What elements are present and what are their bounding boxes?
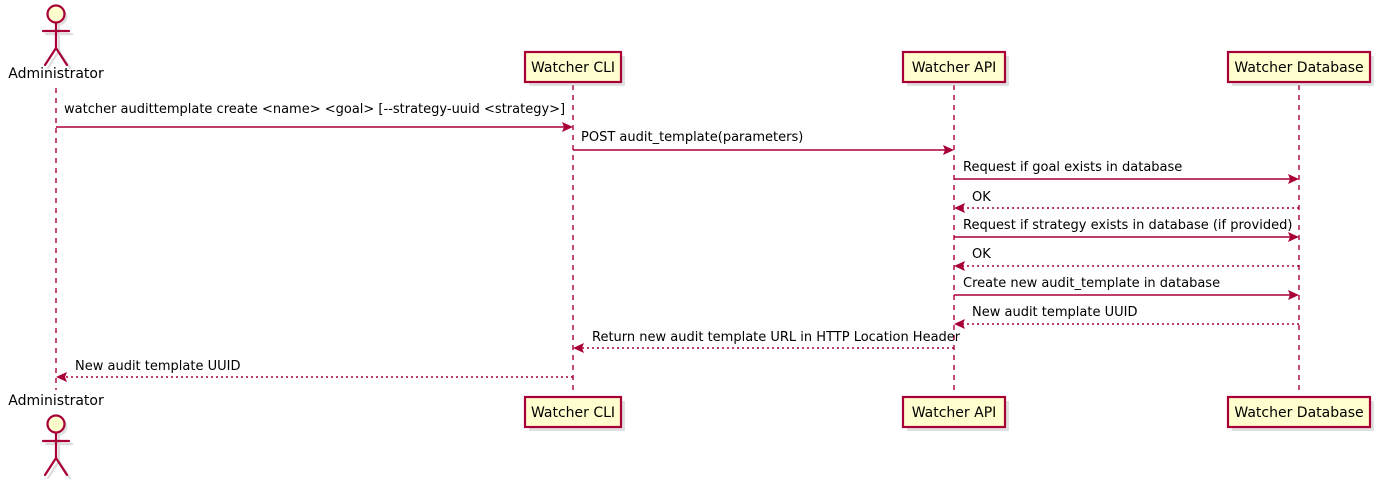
message-label-5: Request if strategy exists in database (… (963, 218, 1292, 233)
message-4[interactable]: OK (954, 190, 1299, 213)
participant-cli[interactable]: Watcher CLI (523, 50, 625, 86)
participant-box-api[interactable] (901, 395, 1007, 429)
message-arrowhead-9 (573, 343, 584, 353)
message-arrowhead-8 (954, 319, 965, 329)
message-label-1: watcher audittemplate create <name> <goa… (64, 102, 565, 117)
participant-label-admin: Administrator (8, 393, 104, 409)
participant-box-cli[interactable] (523, 50, 623, 84)
actor-body-shadow (44, 24, 74, 70)
message-arrowhead-10 (56, 372, 67, 382)
message-label-8: New audit template UUID (972, 305, 1137, 320)
message-10[interactable]: New audit template UUID (56, 359, 573, 382)
message-label-3: Request if goal exists in database (963, 160, 1182, 175)
participant-admin[interactable]: Administrator (8, 393, 104, 480)
message-arrowhead-6 (954, 261, 965, 271)
participant-label-cli: Watcher CLI (531, 405, 615, 421)
participant-api[interactable]: Watcher API (901, 395, 1009, 431)
message-label-10: New audit template UUID (75, 359, 240, 374)
participant-label-admin: Administrator (8, 66, 104, 82)
message-5[interactable]: Request if strategy exists in database (… (954, 218, 1299, 242)
message-3[interactable]: Request if goal exists in database (954, 160, 1299, 184)
message-arrowhead-1 (562, 122, 573, 132)
message-label-2: POST audit_template(parameters) (581, 130, 803, 145)
message-arrowhead-5 (1288, 232, 1299, 242)
message-7[interactable]: Create new audit_template in database (954, 276, 1299, 300)
message-label-9: Return new audit template URL in HTTP Lo… (592, 330, 961, 345)
actor-body (41, 21, 71, 67)
participant-label-api: Watcher API (912, 405, 997, 421)
message-9[interactable]: Return new audit template URL in HTTP Lo… (573, 330, 961, 353)
message-2[interactable]: POST audit_template(parameters) (573, 130, 954, 155)
message-arrowhead-2 (943, 145, 954, 155)
participant-cli[interactable]: Watcher CLI (523, 395, 625, 431)
participant-label-database: Watcher Database (1234, 405, 1363, 421)
message-8[interactable]: New audit template UUID (954, 305, 1299, 329)
message-6[interactable]: OK (954, 247, 1299, 271)
actor-body (41, 431, 71, 477)
message-1[interactable]: watcher audittemplate create <name> <goa… (56, 102, 573, 132)
participant-label-database: Watcher Database (1234, 60, 1363, 76)
participant-box-cli[interactable] (523, 395, 623, 429)
participant-box-database[interactable] (1226, 50, 1372, 84)
participant-box-database[interactable] (1226, 395, 1372, 429)
participant-database[interactable]: Watcher Database (1226, 395, 1374, 431)
actor-head (46, 4, 66, 24)
participant-admin[interactable]: Administrator (8, 4, 104, 83)
participant-label-cli: Watcher CLI (531, 60, 615, 76)
participant-api[interactable]: Watcher API (901, 50, 1009, 86)
message-arrowhead-7 (1288, 290, 1299, 300)
participant-box-api[interactable] (901, 50, 1007, 84)
message-arrowhead-3 (1288, 174, 1299, 184)
message-label-6: OK (972, 247, 991, 262)
participant-database[interactable]: Watcher Database (1226, 50, 1374, 86)
actor-body-shadow (44, 434, 74, 480)
message-label-4: OK (972, 190, 991, 205)
lifelines-layer (55, 85, 1300, 394)
message-label-7: Create new audit_template in database (963, 276, 1220, 291)
message-arrowhead-4 (954, 203, 965, 213)
messages-layer: watcher audittemplate create <name> <goa… (56, 102, 1299, 382)
participant-label-api: Watcher API (912, 60, 997, 76)
actor-head (46, 414, 66, 434)
